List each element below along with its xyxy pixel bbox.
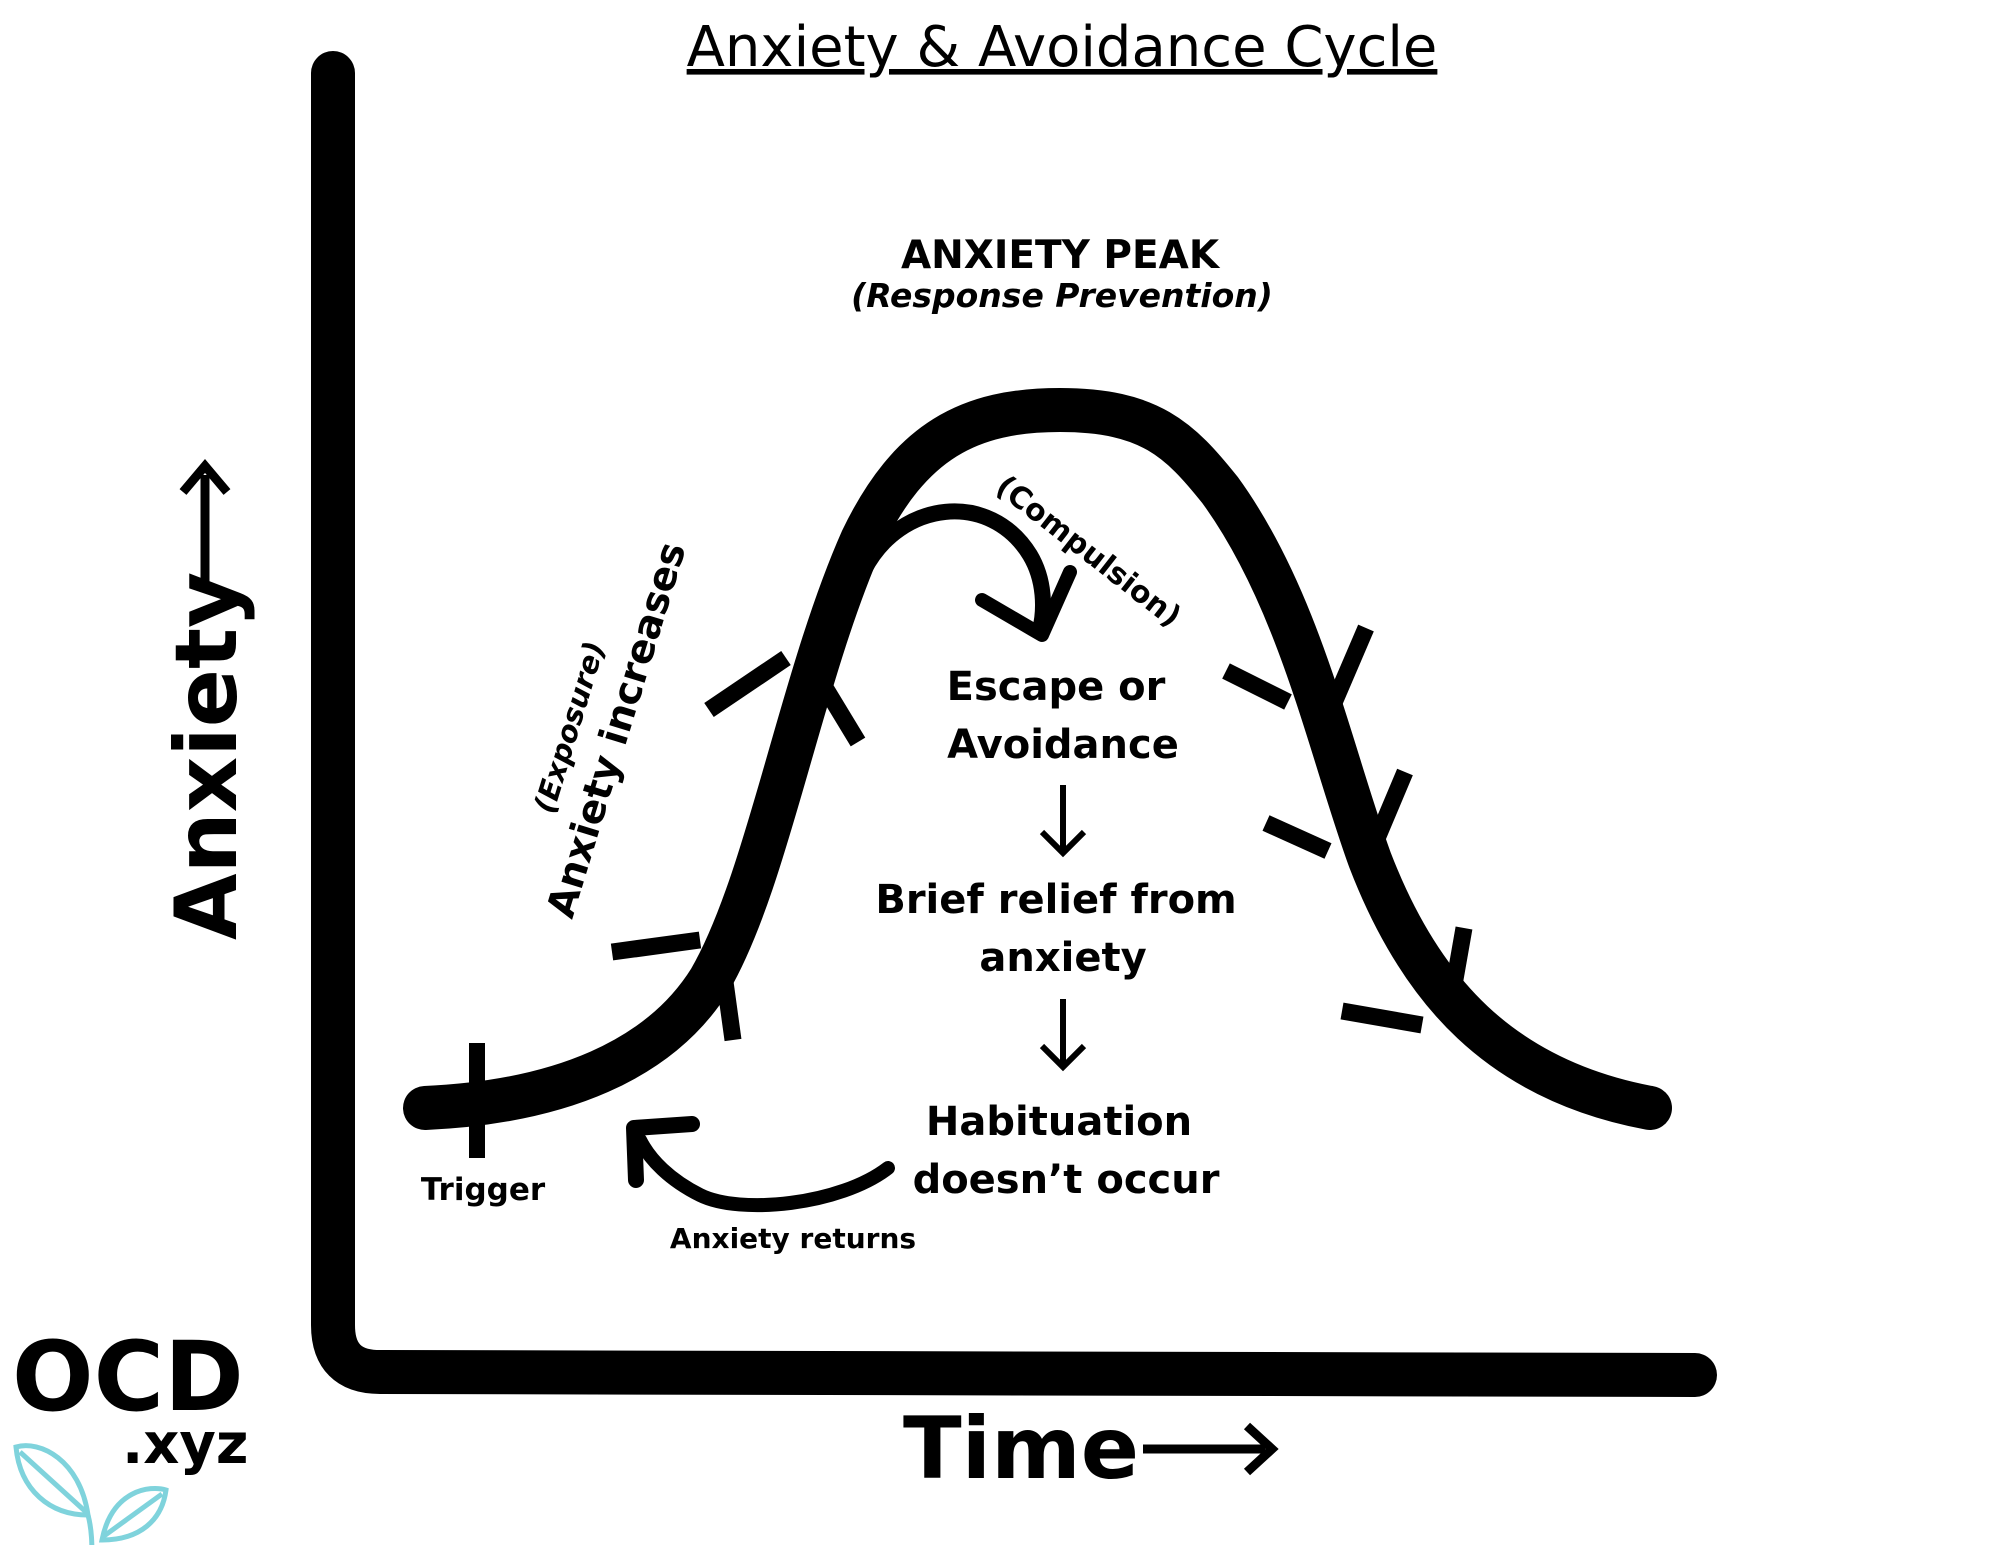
brief-relief-text: Brief relief from anxiety [875,877,1250,981]
escape-line-1: Escape or [947,664,1166,710]
escape-line-2: Avoidance [947,722,1179,768]
falling-arrow-marker-2 [1262,768,1413,859]
relief-line-1: Brief relief from [875,877,1236,923]
flow-arrow-1-icon [1039,785,1087,858]
habituation-text: Habituation doesn’t occur [913,1099,1220,1203]
leaf-icon [13,1443,169,1545]
escape-avoidance-text: Escape or Avoidance [947,664,1180,768]
anxiety-peak-label: ANXIETY PEAK [901,233,1221,278]
axes-lines [311,51,1717,1397]
y-axis-label: Anxiety [157,572,257,940]
anxiety-returns-arrow-icon [626,1116,895,1213]
y-axis-arrow-icon [179,459,231,590]
ocd-xyz-logo: OCD .xyz [12,1321,249,1545]
falling-arrow-marker-3 [1340,926,1473,1034]
anxiety-returns-label: Anxiety returns [670,1222,916,1255]
flow-arrow-2-icon [1039,999,1087,1072]
habituation-line-1: Habituation [926,1099,1192,1145]
logo-domain-text: .xyz [122,1412,249,1477]
falling-arrow-marker-1 [1222,624,1374,710]
x-axis-label: Time [903,1399,1139,1499]
x-axis-arrow-icon [1143,1422,1279,1476]
rising-arrow-marker-1 [610,931,742,1042]
response-prevention-label: (Response Prevention) [851,276,1273,315]
diagram-title: Anxiety & Avoidance Cycle [687,15,1438,80]
habituation-line-2: doesn’t occur [913,1157,1220,1203]
logo-main-text: OCD [12,1321,244,1433]
compulsion-arrow-icon [856,503,1077,642]
anxiety-curve [403,388,1672,1130]
relief-line-2: anxiety [979,935,1146,981]
rising-arrow-marker-2 [704,650,866,747]
trigger-label: Trigger [421,1172,546,1208]
